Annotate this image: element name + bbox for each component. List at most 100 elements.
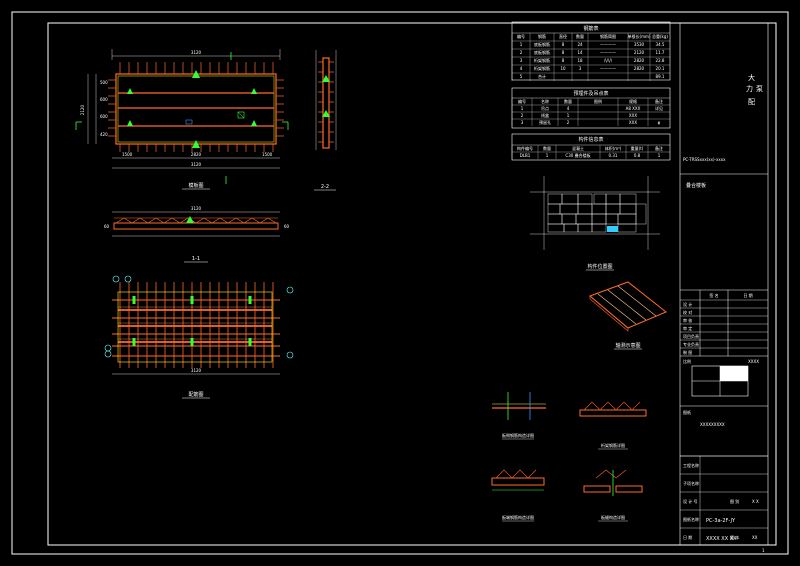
plan-dim-bottom-right: 1500 xyxy=(262,152,273,157)
rebar-grid xyxy=(112,282,280,368)
plan-view[interactable]: 3120 2120 500 600 600 420 xyxy=(75,49,289,190)
title-bottom-extra-label: 图 别 xyxy=(730,498,739,504)
title-block-subtitle: PC-TRSSxxx(xx)-xxxx xyxy=(683,157,726,162)
rebar-slab-outline xyxy=(117,291,273,363)
table-row-cell: 底板钢筋 xyxy=(534,41,550,47)
hole-marker xyxy=(185,119,193,125)
rebar-dim-bottom: 3120 xyxy=(191,368,202,373)
lifting-point-marker xyxy=(186,216,194,223)
drawing-name: 叠合楼板 xyxy=(686,182,706,189)
title-bottom-extra-value: X X xyxy=(752,499,759,504)
project-char-1: 大 xyxy=(748,73,755,82)
table-row-cell: 8 xyxy=(562,50,565,55)
axonometric-view[interactable]: 轴测示意图 xyxy=(589,281,667,350)
plan-side-rebar-ticks xyxy=(108,79,284,137)
key-plan-highlight xyxy=(607,226,618,232)
plan-dim-top: 3120 xyxy=(191,50,202,55)
title-block[interactable]: 大 力 泵 配 PC-TRSSxxx(xx)-xxxx 叠合楼板 签 名 日 期… xyxy=(679,23,769,545)
table-row-cell: A8 XXX xyxy=(626,106,641,111)
title-row-label: 审 核 xyxy=(683,317,692,323)
lifting-point-marker xyxy=(251,120,257,126)
section-1-1-thk-right: 60 xyxy=(284,224,290,229)
table-header-cell: 数量 xyxy=(576,33,584,39)
table-row-cell: 吊点 xyxy=(541,105,549,111)
table-header-cell: 规格 xyxy=(629,98,637,104)
section-2-2-rebar-ticks xyxy=(318,61,334,143)
table-row-cell: 2 xyxy=(520,50,523,55)
plan-slab-outline xyxy=(115,73,277,145)
table-row-cell: 14 xyxy=(577,50,583,55)
section-2-2-label: 2-2 xyxy=(321,184,329,190)
rebar-table-title: 钢筋表 xyxy=(583,25,598,32)
section-1-1-label: 1-1 xyxy=(192,256,200,262)
table-row-cell: 2 xyxy=(567,120,570,125)
table-row-cell: 11.7 xyxy=(656,50,665,55)
table-row-cell: 3 xyxy=(520,58,523,63)
detail-4[interactable]: 板缝构造详图 xyxy=(583,469,643,522)
table-row-cell: DLB1 xyxy=(520,153,531,158)
key-plan-view[interactable]: 构件位置图 xyxy=(530,176,660,271)
rebar-callouts xyxy=(104,275,294,359)
table-row-cell: 2820 xyxy=(634,66,645,71)
section-1-1-view[interactable]: 3120 60 60 1-1 xyxy=(104,206,290,263)
title-row-label: 项目负责 xyxy=(683,333,699,339)
detail-4-label: 板缝构造详图 xyxy=(601,514,625,520)
key-plan-cells xyxy=(547,193,647,233)
table-row-cell: 34.5 xyxy=(656,42,665,47)
table-row-cell: 20.1 xyxy=(656,66,665,71)
plan-top-rebar-ticks xyxy=(119,62,274,152)
table-header-cell: 钢筋简图 xyxy=(600,33,616,39)
table-row-cell: 1 xyxy=(546,153,549,158)
detail-2[interactable]: 桁架钢筋详图 xyxy=(579,401,647,450)
table-header-cell: 混凝土 xyxy=(572,145,584,151)
project-char-3: 泵 xyxy=(756,85,763,93)
component-table-title: 构件信息表 xyxy=(578,136,603,143)
title-row-label: 专业负责 xyxy=(683,341,699,347)
table-row-cell: 3 xyxy=(521,120,524,125)
table-row-cell: 8 xyxy=(562,42,565,47)
table-row-cell: 4 xyxy=(567,106,570,111)
title-row-label: 校 对 xyxy=(683,309,692,315)
section-1-1-dim: 3120 xyxy=(191,206,202,211)
title-bottom-extra-value: XX xyxy=(752,535,758,540)
table-row-cell: 桁架钢筋 xyxy=(534,65,550,71)
table-row-cell: 89.1 xyxy=(656,74,665,79)
title-row-label: 审 定 xyxy=(683,325,692,331)
table-header-cell: 编号 xyxy=(517,33,525,39)
table-header-cell: 数量 xyxy=(564,98,572,104)
table-row-cell: ———— xyxy=(600,42,616,47)
table-row-cell: 2 xyxy=(521,113,524,118)
section-1-1-truss xyxy=(114,217,278,224)
lifting-point-marker xyxy=(192,140,200,148)
rebar-view-label: 配筋图 xyxy=(188,391,203,398)
table-row-cell: C30 叠合楼板 xyxy=(565,152,590,158)
detail-3[interactable]: 板端钢筋构造详图 xyxy=(491,469,545,522)
scale-right-value: XXXX xyxy=(748,359,759,364)
table-header-cell: 数量 xyxy=(543,145,551,151)
detail-1[interactable]: 板侧钢筋构造详图 xyxy=(492,392,546,440)
table-row-cell: 18 xyxy=(577,58,583,63)
key-plan-label: 构件位置图 xyxy=(587,263,612,270)
table-row-cell: 详见 xyxy=(655,105,663,111)
title-bottom-value: PC-3a-2F-JY xyxy=(706,518,736,524)
table-row-cell: 8 xyxy=(562,58,565,63)
table-header-cell: 名称 xyxy=(541,98,549,104)
outer-frame xyxy=(11,11,789,555)
col-header-sign: 签 名 xyxy=(709,292,718,298)
table-row-cell: 5 xyxy=(520,74,523,79)
table-row-cell: 22.8 xyxy=(656,58,665,63)
lifting-point-marker xyxy=(127,88,133,94)
section-2-2-view[interactable]: 2-2 xyxy=(314,50,337,191)
plan-dim-left: 2120 xyxy=(80,104,85,115)
section-1-1-thk-left: 60 xyxy=(104,224,110,229)
project-char-4: 配 xyxy=(748,98,755,106)
table-row-cell: 1 xyxy=(567,113,570,118)
title-bottom-label: 工程名称 xyxy=(683,462,699,468)
rebar-view[interactable]: 3120 配筋图 xyxy=(104,275,294,399)
info-value: XXXXXXXXX xyxy=(700,422,725,427)
